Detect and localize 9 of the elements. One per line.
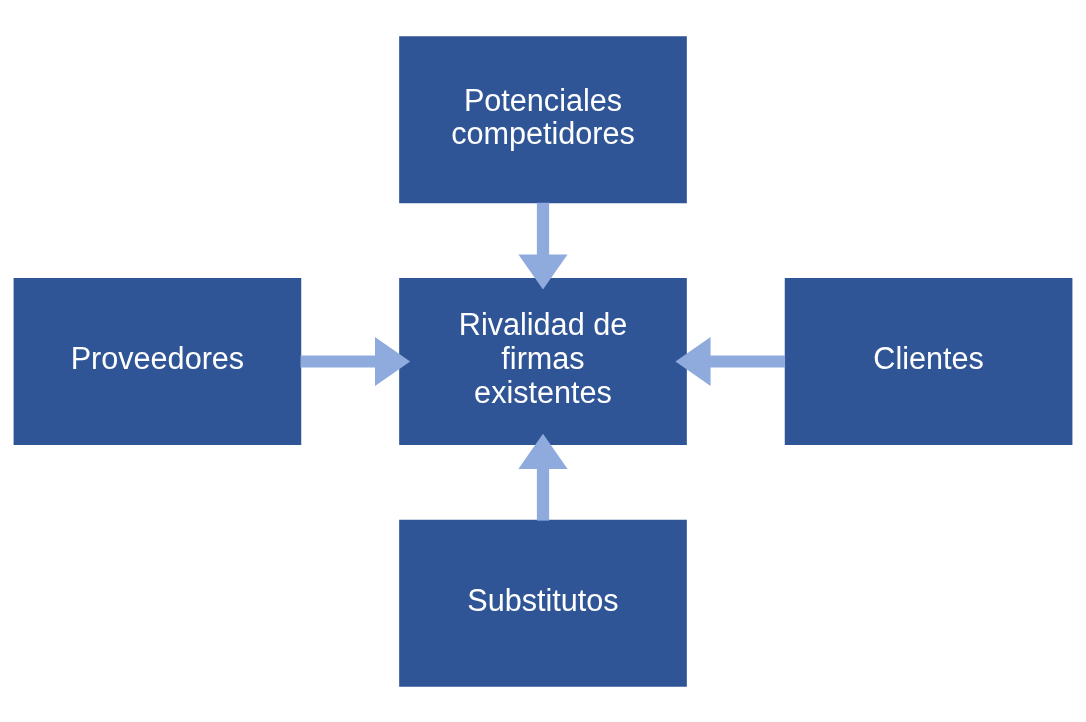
arrow: [518, 202, 568, 290]
arrow: [518, 433, 568, 521]
node-box: Proveedores: [13, 277, 302, 445]
arrow: [300, 336, 411, 386]
arrow: [675, 336, 786, 386]
node-box: Potenciales competidores: [399, 35, 687, 203]
node-box: Rivalidad de firmas existentes: [399, 277, 687, 445]
node-box: Substitutos: [399, 519, 687, 687]
node-box: Clientes: [784, 277, 1073, 445]
